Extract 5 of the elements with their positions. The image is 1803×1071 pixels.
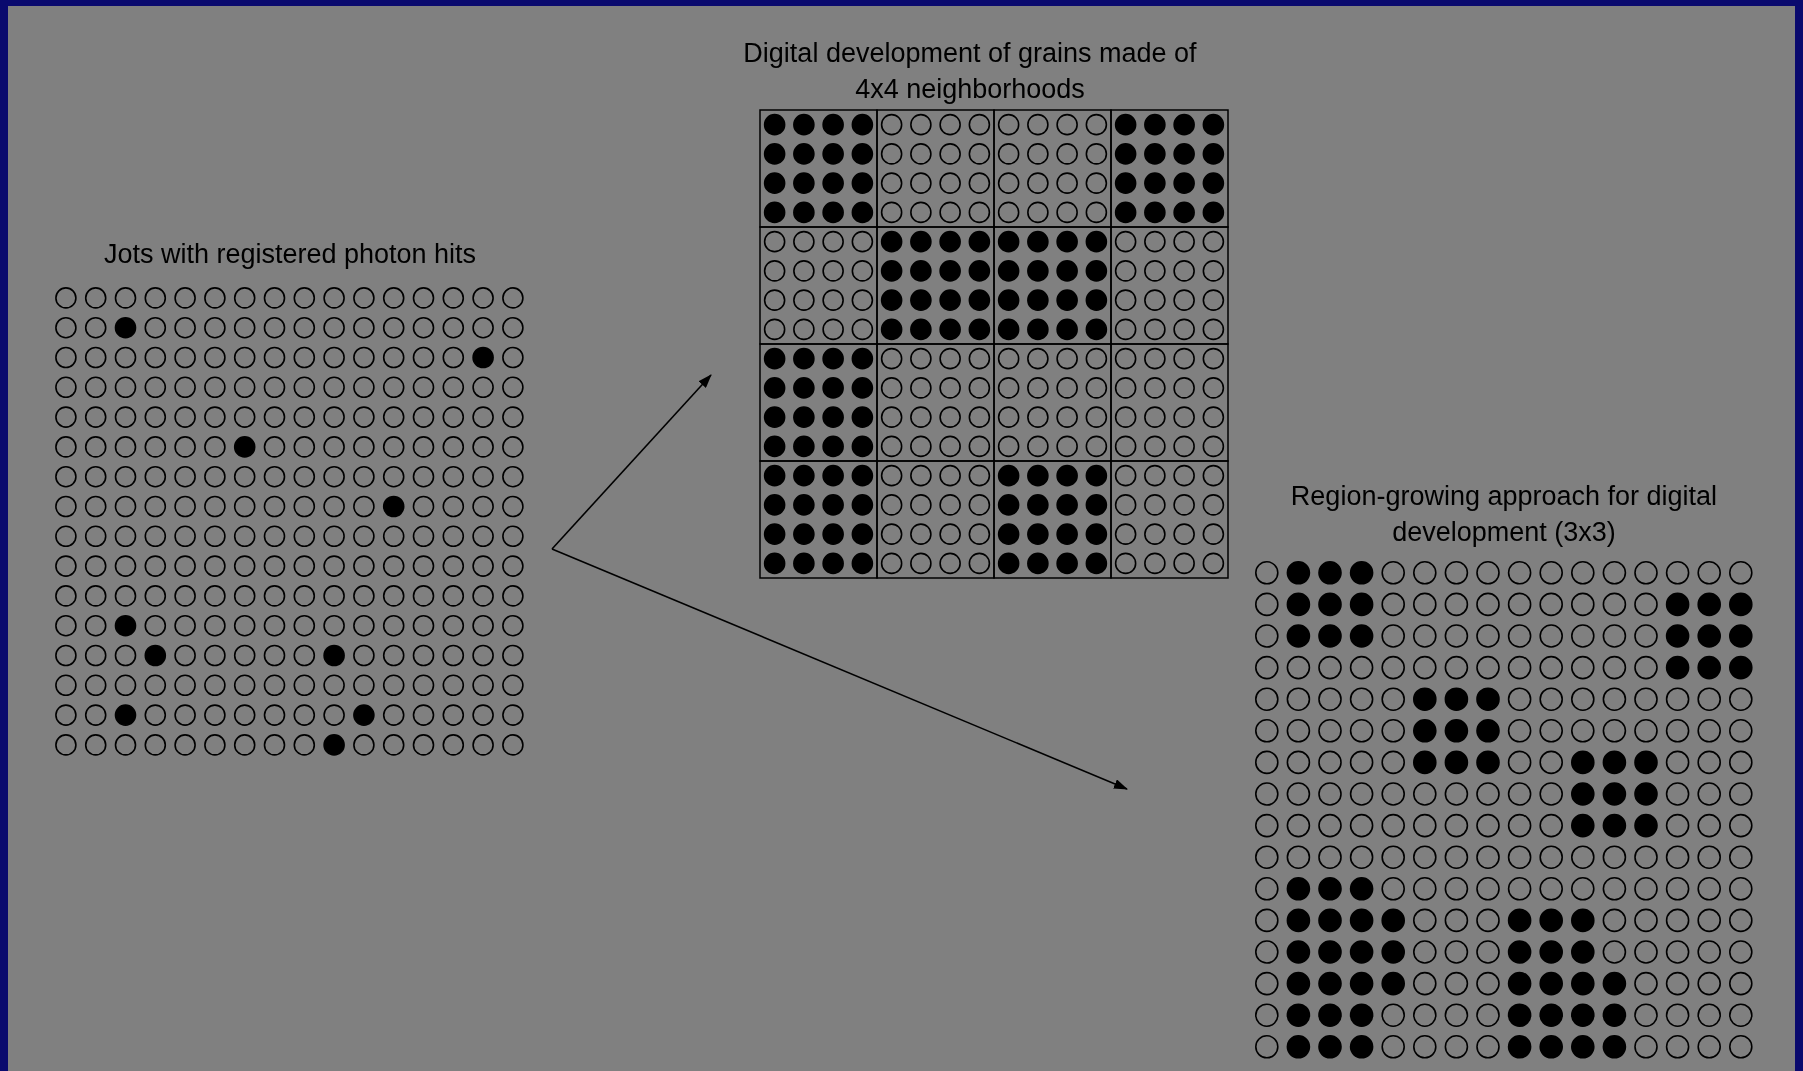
arrow [551, 548, 1128, 790]
arrow [551, 374, 712, 550]
panel-title: Digital development of grains made of 4x4 neighborhoods [742, 37, 1198, 106]
panel-title: Jots with registered photon hits [102, 238, 478, 271]
panel-title: Region-growing approach for digital development (3x3) [1289, 480, 1719, 549]
